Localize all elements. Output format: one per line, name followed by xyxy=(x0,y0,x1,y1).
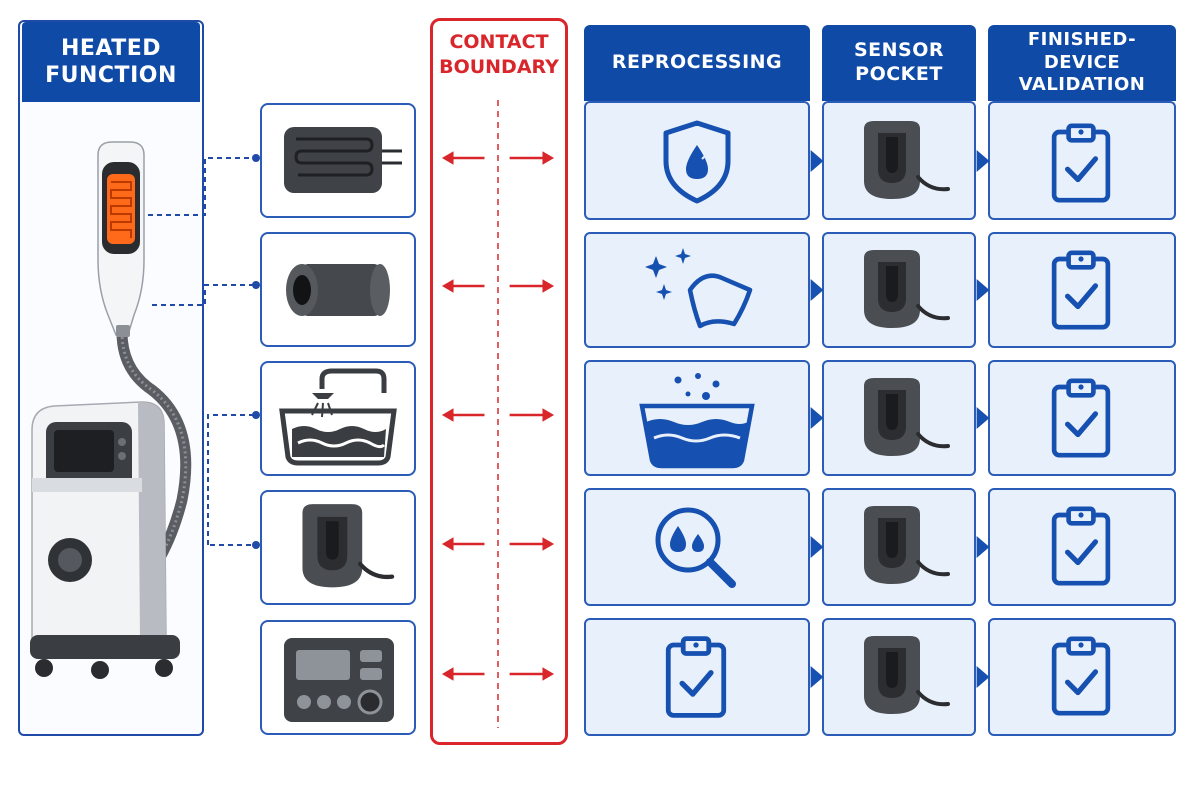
contact-boundary-title-line1: CONTACT xyxy=(449,31,549,53)
chevron-right-icon xyxy=(810,666,824,688)
chevron-right-icon xyxy=(976,407,990,429)
component-heating-pad xyxy=(260,103,416,218)
contact-boundary-title-line2: BOUNDARY xyxy=(439,55,559,78)
sensor-pocket-header: SENSOR POCKET xyxy=(822,25,976,101)
reprocessing-cell xyxy=(584,618,810,736)
sensor-pocket-title-line1: SENSOR xyxy=(853,39,945,62)
wash-basin-icon xyxy=(639,373,755,469)
chevron-right-icon xyxy=(810,150,824,172)
validation-title-line1: FINISHED-DEVICE xyxy=(1027,29,1137,73)
reprocessing-header: REPROCESSING xyxy=(584,25,810,101)
validation-cell xyxy=(988,618,1176,736)
magnifier-drops-icon xyxy=(655,507,736,588)
contact-boundary-panel xyxy=(430,18,568,745)
heated-device-illustration xyxy=(30,141,192,679)
bath-shower-icon xyxy=(279,368,397,466)
chevron-right-icon xyxy=(976,150,990,172)
heated-function-title-line2: FUNCTION xyxy=(45,63,177,88)
console-unit xyxy=(30,401,180,679)
component-water-bath xyxy=(260,361,416,476)
chevron-right-icon xyxy=(976,666,990,688)
component-sensor xyxy=(260,490,416,605)
contact-boundary-title: CONTACT BOUNDARY xyxy=(434,30,564,79)
cylinder-tube-icon xyxy=(286,264,390,316)
validation-cell xyxy=(988,232,1176,348)
reprocessing-cell xyxy=(584,488,810,606)
control-panel-icon xyxy=(284,638,394,722)
chevron-right-icon xyxy=(976,536,990,558)
sensor-pocket-cell xyxy=(822,488,976,606)
validation-header: FINISHED-DEVICE VALIDATION xyxy=(988,25,1176,101)
sparkle-cloth-icon xyxy=(645,248,753,329)
validation-cell xyxy=(988,101,1176,220)
sensor-pocket-cell xyxy=(822,232,976,348)
heated-function-header: HEATED FUNCTION xyxy=(22,22,200,102)
sensor-pocket-cell xyxy=(822,101,976,220)
reprocessing-title: REPROCESSING xyxy=(611,51,783,74)
sensor-pocket-cell xyxy=(822,360,976,476)
reprocessing-cell xyxy=(584,101,810,220)
reprocessing-cell xyxy=(584,360,810,476)
validation-title-line2: VALIDATION xyxy=(1018,74,1146,96)
shield-drop-icon xyxy=(663,120,731,204)
chevron-right-icon xyxy=(810,407,824,429)
sensor-pocket-title-line2: POCKET xyxy=(855,63,943,85)
reprocessing-cell xyxy=(584,232,810,348)
chevron-right-icon xyxy=(810,536,824,558)
handpiece xyxy=(97,141,145,337)
heating-element-icon xyxy=(284,127,402,193)
component-tube xyxy=(260,232,416,347)
sensor-pocket-cell xyxy=(822,618,976,736)
chevron-right-icon xyxy=(810,279,824,301)
component-control-panel xyxy=(260,620,416,735)
heated-function-title-line1: HEATED xyxy=(60,35,162,61)
chevron-right-icon xyxy=(976,279,990,301)
